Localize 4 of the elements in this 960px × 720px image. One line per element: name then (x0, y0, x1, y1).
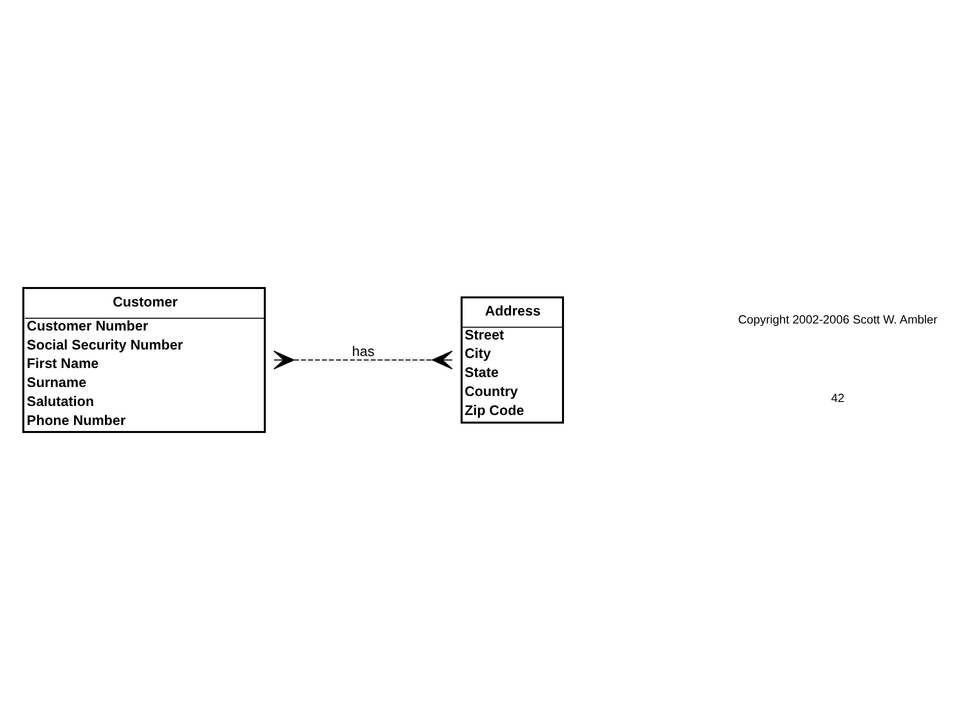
label: Copyright 2002-2006 Scott W. Ambler (738, 312, 938, 326)
connector (273, 350, 453, 370)
label: 42 (831, 390, 844, 405)
edge-label: has (352, 343, 374, 360)
